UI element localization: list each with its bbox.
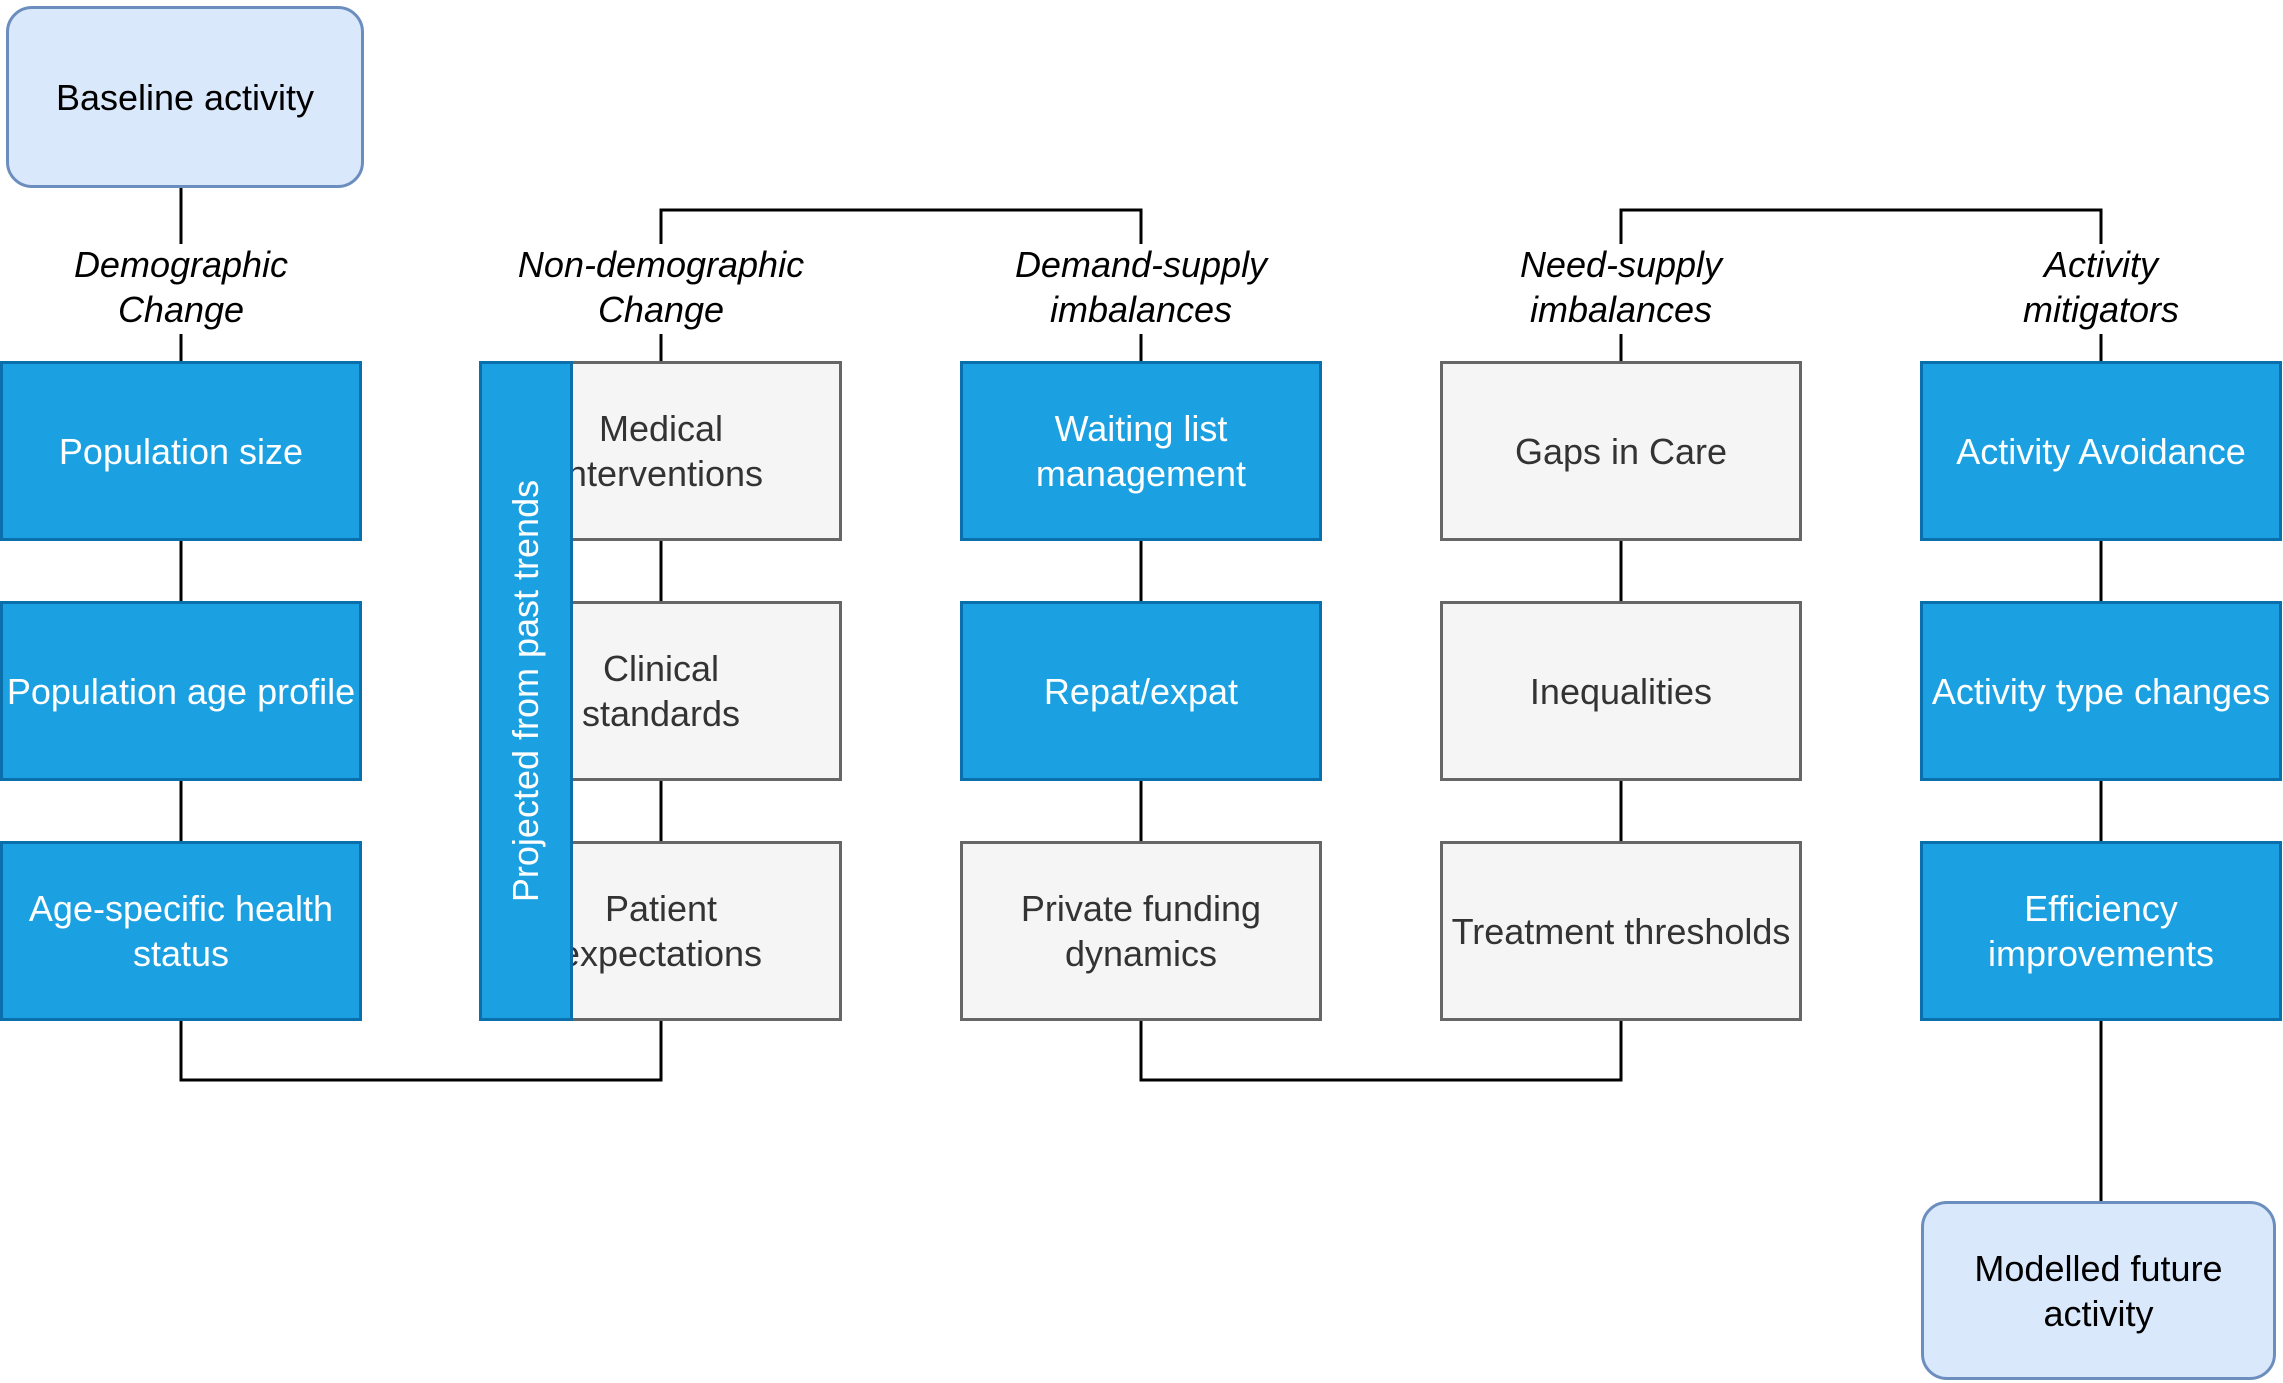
node-label: Age-specific health status: [28, 888, 334, 974]
node-waiting-list-management[interactable]: Waiting list management: [960, 361, 1322, 541]
node-gaps-in-care[interactable]: Gaps in Care: [1440, 361, 1802, 541]
node-efficiency-improvements[interactable]: Efficiency improvements: [1920, 841, 2282, 1021]
column-header-need-supply-imbalances: Need-supply imbalances: [1519, 244, 1723, 330]
node-label: Modelled future activity: [1974, 1247, 2223, 1334]
bar-label: Projected from past trends: [505, 479, 547, 903]
node-label: Baseline activity: [55, 76, 315, 118]
node-label: Patient expectations: [559, 888, 763, 974]
node-label: Efficiency improvements: [1987, 888, 2215, 974]
projected-from-past-trends-bar[interactable]: Projected from past trends: [479, 361, 573, 1021]
node-label: Treatment thresholds: [1451, 910, 1791, 952]
node-treatment-thresholds[interactable]: Treatment thresholds: [1440, 841, 1802, 1021]
node-activity-type-changes[interactable]: Activity type changes: [1920, 601, 2282, 781]
node-activity-avoidance[interactable]: Activity Avoidance: [1920, 361, 2282, 541]
node-age-specific-health-status[interactable]: Age-specific health status: [0, 841, 362, 1021]
column-header-non-demographic-change: Non-demographic Change: [517, 244, 805, 330]
column-header-demand-supply-imbalances: Demand-supply imbalances: [1014, 244, 1268, 330]
node-label: Waiting list management: [1035, 408, 1247, 494]
top-bracket-nondemographic-demand: [659, 208, 1143, 244]
node-label: Medical interventions: [558, 408, 764, 494]
top-bracket-need-activity: [1619, 208, 2103, 244]
node-label: Activity type changes: [1931, 670, 2271, 712]
node-label: Inequalities: [1529, 670, 1713, 712]
bottom-bracket-demand-need: [1139, 1021, 1623, 1082]
node-population-age-profile[interactable]: Population age profile: [0, 601, 362, 781]
node-private-funding-dynamics[interactable]: Private funding dynamics: [960, 841, 1322, 1021]
column-header-demographic-change: Demographic Change: [73, 244, 289, 330]
node-label: Activity Avoidance: [1956, 430, 2246, 472]
node-label: Clinical standards: [581, 648, 741, 734]
modelled-future-activity-node[interactable]: Modelled future activity: [1921, 1201, 2276, 1380]
node-label: Gaps in Care: [1514, 430, 1728, 472]
node-label: Repat/expat: [1043, 670, 1239, 712]
node-inequalities[interactable]: Inequalities: [1440, 601, 1802, 781]
node-label: Private funding dynamics: [1020, 888, 1262, 974]
node-population-size[interactable]: Population size: [0, 361, 362, 541]
node-label: Population size: [58, 430, 304, 472]
bottom-bracket-demographic-nondemographic: [179, 1021, 663, 1082]
node-repat-expat[interactable]: Repat/expat: [960, 601, 1322, 781]
baseline-activity-node[interactable]: Baseline activity: [6, 6, 364, 188]
column-header-activity-mitigators: Activity mitigators: [2022, 244, 2180, 330]
node-label: Population age profile: [6, 670, 356, 712]
